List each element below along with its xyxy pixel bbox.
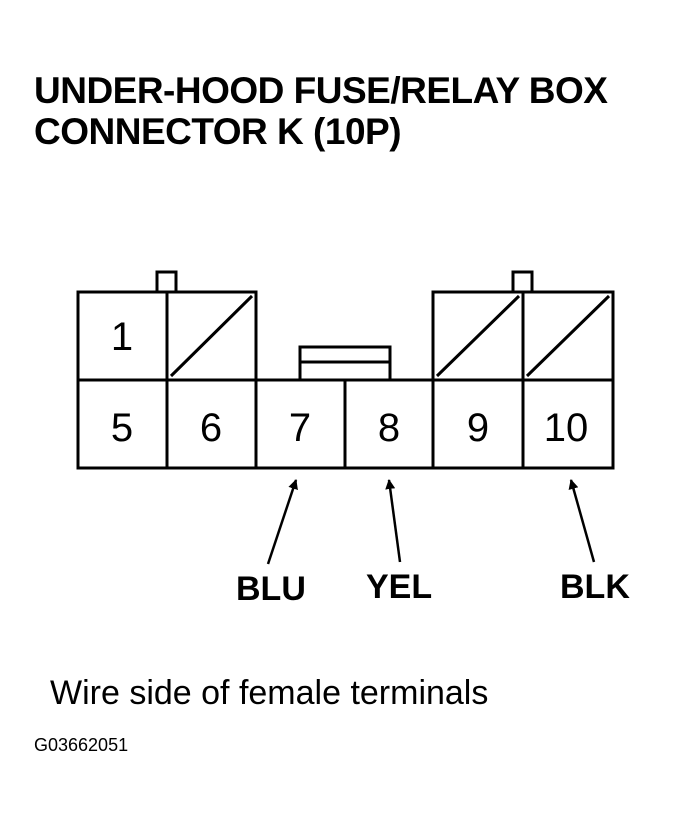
pin-9-label: 9 (467, 406, 489, 450)
arrow-pin-10 (568, 479, 596, 563)
empty-cavity-slash-4 (525, 294, 611, 378)
wire-label-blk: BLK (560, 568, 630, 606)
pin-7-label: 7 (289, 406, 311, 450)
title-line-1: UNDER-HOOD FUSE/RELAY BOX (34, 70, 608, 111)
pin-8-label: 8 (378, 406, 400, 450)
arrow-pin-8 (385, 479, 402, 563)
diagram-title: UNDER-HOOD FUSE/RELAY BOX CONNECTOR K (1… (34, 70, 608, 152)
empty-cavity-slash-2 (169, 294, 254, 378)
wire-label-blu: BLU (236, 570, 306, 608)
view-caption: Wire side of female terminals (50, 674, 489, 712)
empty-cavity-slash-3 (435, 294, 521, 378)
title-line-2: CONNECTOR K (10P) (34, 111, 402, 152)
locking-tab-right (511, 270, 534, 294)
wire-label-yel: YEL (366, 568, 432, 606)
pin-10-label: 10 (544, 406, 589, 450)
locking-tab-left (155, 270, 178, 294)
arrow-pin-7 (266, 479, 298, 565)
figure-id: G03662051 (34, 735, 129, 755)
pin-1-label: 1 (111, 315, 133, 359)
pin-6-label: 6 (200, 406, 222, 450)
pin-5-label: 5 (111, 406, 133, 450)
